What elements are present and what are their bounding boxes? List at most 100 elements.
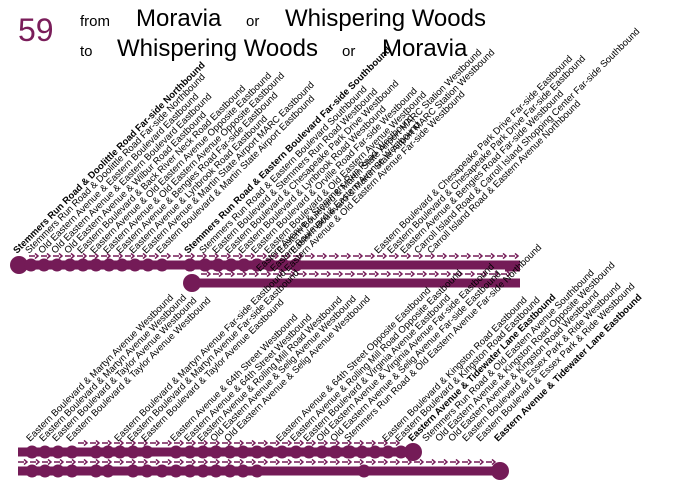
to-label: to [80,43,93,60]
direction-arrow [101,252,112,260]
direction-arrow [233,252,244,260]
stop-marker [65,464,79,478]
direction-arrow [473,252,484,260]
stop-label: Eastern Boulevard & Taylor Avenue Westbo… [50,295,199,444]
direction-arrow [465,270,476,278]
direction-arrow [309,270,320,278]
stop-marker [101,445,115,459]
direction-arrow [42,458,53,466]
direction-arrow [41,252,52,260]
stop-marker [355,445,369,459]
direction-arrow [450,458,461,466]
direction-arrow [245,252,256,260]
direction-arrow [213,270,224,278]
direction-arrow [477,270,488,278]
direction-arrow [453,270,464,278]
stop-marker [89,464,103,478]
to-terminus-a: Whispering Woods [117,35,318,62]
direction-arrow [306,458,317,466]
stop-marker [169,464,183,478]
direction-arrow [345,270,356,278]
stop-marker [50,258,64,272]
direction-arrow [66,458,77,466]
direction-arrow [497,252,508,260]
direction-arrow [258,439,269,447]
direction-arrow [149,252,160,260]
direction-arrow [53,252,64,260]
direction-arrow [486,458,497,466]
direction-arrow [77,252,88,260]
direction-arrow [429,270,440,278]
direction-arrow [401,252,412,260]
direction-arrow [257,252,268,260]
stop-marker [51,464,65,478]
direction-arrow [198,458,209,466]
direction-arrow [150,458,161,466]
direction-arrow [209,252,220,260]
direction-arrow [341,252,352,260]
stop-marker [76,258,90,272]
direction-arrow [234,439,245,447]
direction-arrow [162,439,173,447]
or-label-2: or [342,43,356,60]
direction-arrow [329,252,340,260]
direction-arrow [425,252,436,260]
stop-marker [328,445,342,459]
direction-arrow [270,458,281,466]
stop-marker [289,445,303,459]
stop-marker [89,258,103,272]
stop-marker [183,274,201,292]
direction-arrow [297,270,308,278]
direction-arrow [138,439,149,447]
stop-marker [113,445,127,459]
stop-marker [250,258,264,272]
direction-arrow [282,458,293,466]
direction-arrow [269,252,280,260]
stop-label: Carroll Island Road & Carroll Island Sho… [412,26,642,256]
direction-arrow [318,458,329,466]
stop-marker [315,445,329,459]
direction-arrow [258,458,269,466]
stop-marker [25,445,39,459]
direction-arrow [273,270,284,278]
route-line [190,278,520,288]
direction-arrow [390,439,401,447]
direction-arrow [78,439,89,447]
stop-marker [126,445,140,459]
direction-arrow [185,252,196,260]
direction-arrow [342,439,353,447]
direction-arrow [249,270,260,278]
direction-arrow [330,439,341,447]
direction-arrow [237,270,248,278]
direction-arrow [461,252,472,260]
direction-arrow [102,458,113,466]
stop-marker [183,258,197,272]
direction-arrow [285,270,296,278]
stop-marker [236,464,250,478]
direction-arrow [489,270,500,278]
direction-arrow [342,458,353,466]
direction-arrow [222,439,233,447]
direction-arrow [174,458,185,466]
route-line [505,268,520,272]
direction-arrow [261,270,272,278]
stop-marker [224,258,238,272]
direction-arrow [221,252,232,260]
stop-label: Eastern Boulevard & Chesapeake Park Driv… [385,53,588,256]
direction-arrow [114,458,125,466]
direction-arrow [366,458,377,466]
direction-arrow [65,252,76,260]
stop-marker [115,258,129,272]
stop-marker [250,464,264,478]
stop-marker [491,462,509,480]
stop-marker [25,464,39,478]
direction-arrow [282,439,293,447]
direction-arrow [270,439,281,447]
direction-arrow [102,439,113,447]
direction-arrow [198,439,209,447]
direction-arrow [186,458,197,466]
stop-marker [128,258,142,272]
direction-arrow [293,252,304,260]
stop-marker [63,258,77,272]
direction-arrow [89,252,100,260]
